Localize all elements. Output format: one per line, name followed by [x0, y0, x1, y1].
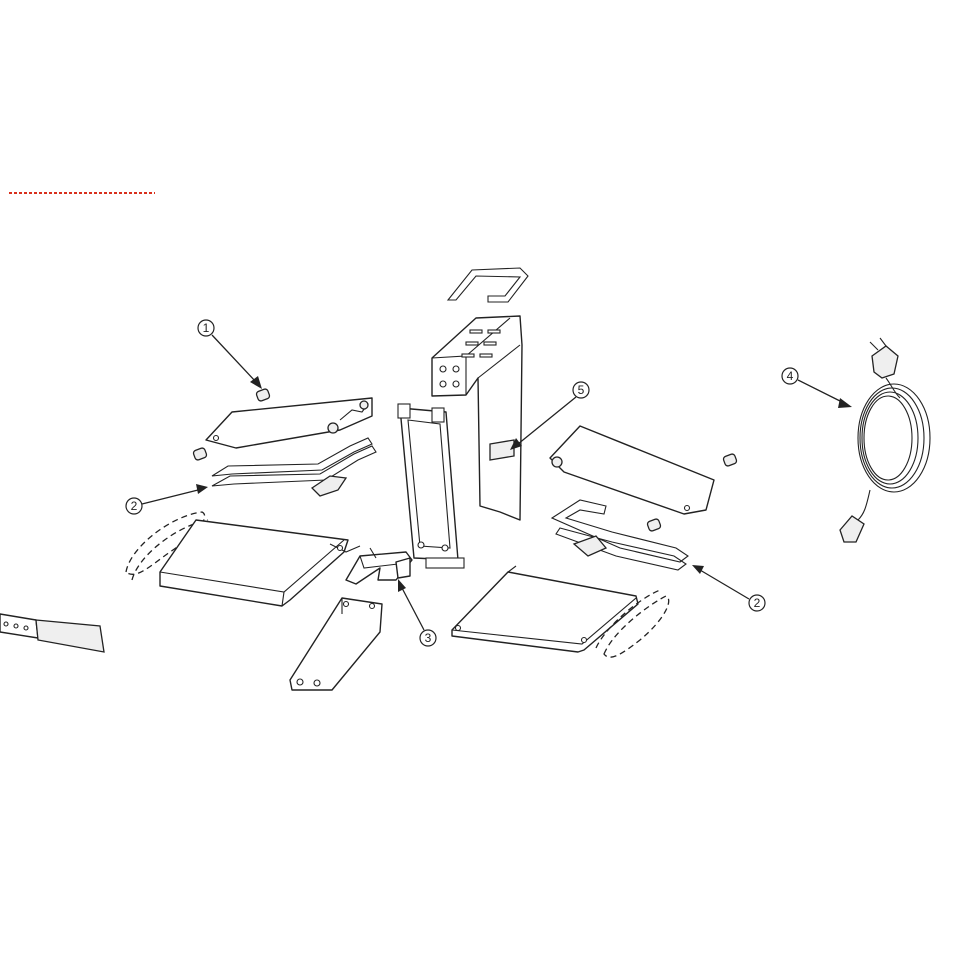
lower-bracket	[289, 597, 383, 691]
right-heater-plate	[549, 425, 738, 532]
left-tray	[159, 519, 361, 607]
callout-2-right: 2	[692, 565, 766, 612]
svg-text:2: 2	[131, 499, 138, 513]
plug-head	[871, 345, 899, 379]
housing-column	[431, 315, 523, 521]
knob-right	[722, 453, 738, 467]
power-cord	[839, 337, 931, 543]
back-plate	[397, 403, 465, 569]
switch-block	[489, 439, 515, 461]
wire-handle	[446, 267, 529, 303]
svg-text:5: 5	[578, 383, 585, 397]
svg-text:4: 4	[787, 369, 794, 383]
callout-5: 5	[510, 381, 590, 450]
left-heater-plate	[192, 388, 373, 461]
knob-part-1	[255, 388, 271, 402]
callout-3: 3	[398, 579, 437, 647]
left-heating-element	[211, 437, 377, 497]
svg-text:3: 3	[425, 631, 432, 645]
svg-text:1: 1	[203, 321, 210, 335]
callout-4: 4	[781, 367, 852, 408]
callout-2-left: 2	[125, 484, 208, 515]
callout-1: 1	[197, 319, 262, 389]
right-heating-element	[550, 499, 689, 571]
svg-text:2: 2	[754, 596, 761, 610]
right-dashed-insert	[595, 589, 670, 658]
scraper-tool	[0, 613, 105, 653]
small-bracket	[345, 547, 413, 585]
right-tray	[451, 565, 639, 653]
left-dashed-insert	[125, 511, 209, 581]
iec-connector	[839, 515, 865, 543]
